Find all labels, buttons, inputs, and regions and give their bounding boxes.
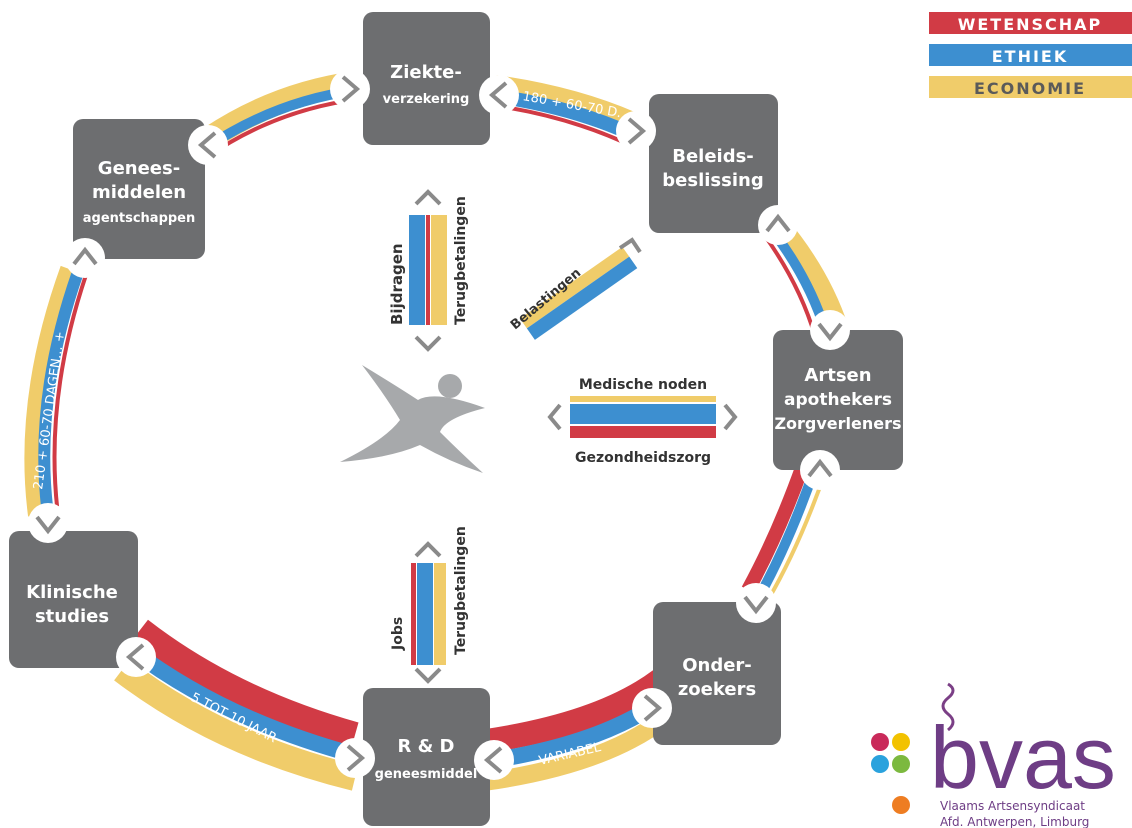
node-artsen-line3: Zorgverleners [774,414,901,433]
person-figure-icon [340,365,485,473]
node-klinische-line1: Klinische [26,582,118,603]
chevron-icon [330,69,370,109]
node-onderzoekers-line1: Onder- [682,655,752,676]
node-rd: R & D geneesmiddel [363,688,490,826]
chevron-icon [479,75,519,115]
node-klinische-line2: studies [35,606,109,627]
flow-jobs-terugbetalingen: Jobs Terugbetalingen [390,526,469,684]
bvas-wordmark: bvas [930,708,1116,807]
bvas-subtitle-1: Vlaams Artsensyndicaat [940,799,1085,813]
node-artsen-line2: apothekers [784,390,892,410]
ring-segment-left: 210 + 60-70 DAGEN... + [24,265,88,517]
node-onderzoekers-line2: zoekers [678,679,756,700]
node-klinische: Klinische studies [9,531,138,668]
chevron-icon [736,583,776,623]
legend-economie: ECONOMIE [974,79,1086,98]
label-medische-noden: Medische noden [579,377,707,393]
node-ziekteverzekering: Ziekte- verzekering [363,12,490,145]
node-beleidsbeslissing-line2: beslissing [662,170,763,191]
node-beleidsbeslissing-line1: Beleids- [672,146,754,167]
chevron-icon [616,111,656,151]
legend-wetenschap: WETENSCHAP [958,15,1103,34]
chevron-icon [116,637,156,677]
node-geneesmiddelen-line1: Genees- [98,158,180,179]
chevron-icon [810,310,850,350]
chevron-icon [28,503,68,543]
node-onderzoekers: Onder- zoekers [653,602,781,745]
chevron-icon [800,450,840,490]
flow-bijdragen-terugbetalingen: Bijdragen Terugbetalingen [388,189,469,352]
label-bijdragen: Bijdragen [388,243,406,325]
bvas-logo: bvas Vlaams Artsensyndicaat Afd. Antwerp… [871,682,1116,828]
label-gezondheidszorg: Gezondheidszorg [575,450,711,466]
label-jobs: Jobs [390,617,406,651]
chevron-icon [758,205,798,245]
node-ziekteverzekering-line2: verzekering [383,92,470,107]
node-geneesmiddelen: Genees- middelen agentschappen [73,119,205,259]
chevron-icon [632,688,672,728]
node-rd-line1: R & D [397,736,454,757]
flow-belastingen: Belastingen [508,237,642,340]
node-geneesmiddelen-line2: middelen [92,182,186,203]
node-geneesmiddelen-line3: agentschappen [83,211,196,226]
legend: WETENSCHAP ETHIEK ECONOMIE [929,12,1132,98]
chevron-icon [474,740,514,780]
chevron-icon [335,738,375,778]
node-beleidsbeslissing: Beleids- beslissing [649,94,778,233]
node-rd-line2: geneesmiddel [375,767,478,782]
label-terugbetalingen-bottom: Terugbetalingen [453,526,469,655]
label-terugbetalingen-top: Terugbetalingen [453,196,469,325]
chevron-icon [65,238,105,278]
flow-medische-noden: Medische noden Gezondheidszorg [547,377,738,466]
legend-ethiek: ETHIEK [992,47,1069,66]
node-artsen-line1: Artsen [804,365,871,386]
chevron-icon [188,125,228,165]
node-ziekteverzekering-line1: Ziekte- [390,62,462,83]
ring-segment-bottom-left: 5 TOT 10 JAAR [114,619,359,791]
bvas-subtitle-2: Afd. Antwerpen, Limburg [940,815,1089,828]
node-artsen: Artsen apothekers Zorgverleners [773,330,903,470]
